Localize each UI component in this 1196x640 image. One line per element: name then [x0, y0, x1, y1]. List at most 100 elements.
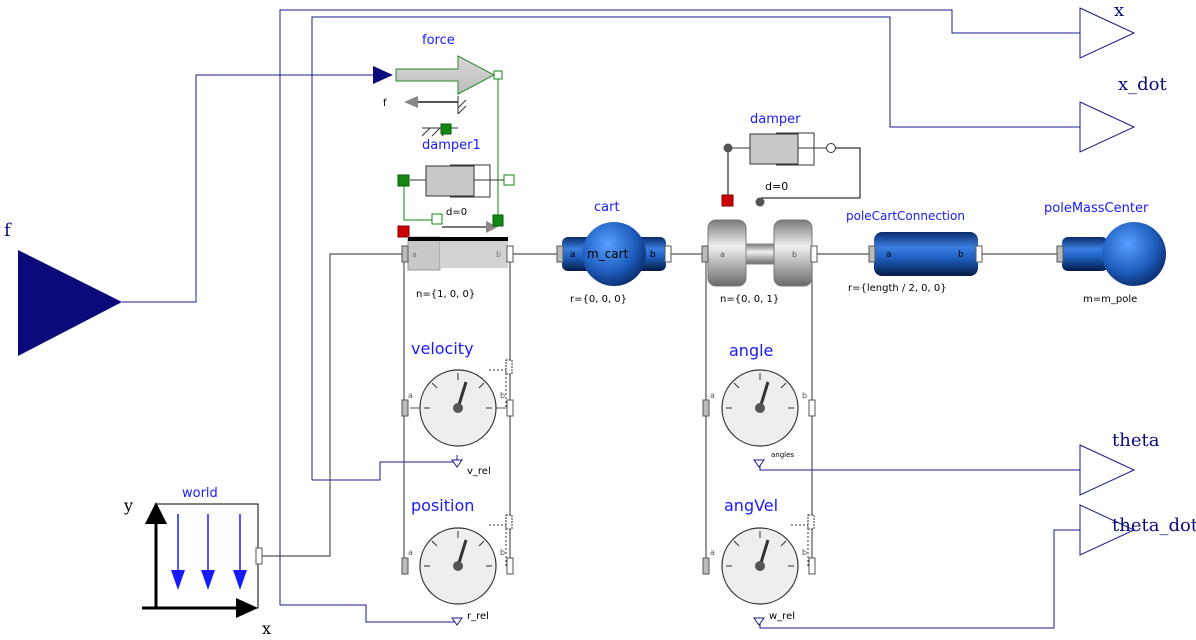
signal-line-v-rel — [312, 455, 458, 481]
cart-name: cart — [594, 200, 620, 215]
signal-line-x — [279, 9, 1080, 605]
signal-line-f — [122, 74, 373, 303]
cart-port-b-label: b — [650, 250, 656, 260]
output-triangle-icon — [1079, 7, 1136, 59]
input-f-label: f — [4, 220, 12, 241]
output-triangle-icon — [1079, 101, 1136, 153]
velocity-frame-a — [401, 399, 409, 417]
output-theta[interactable]: theta — [1079, 430, 1160, 496]
damper1-port-b — [503, 174, 515, 186]
prismatic-arrowhead — [486, 221, 498, 233]
prismatic-component[interactable]: a b n={1, 0, 0} — [397, 213, 514, 300]
damper-icon — [749, 133, 799, 165]
velocity-name: velocity — [411, 339, 474, 358]
pole-cart-port-b-label: b — [958, 250, 964, 260]
frame-line-world — [262, 253, 404, 557]
prismatic-joint-icon — [407, 236, 441, 271]
pole-cart-connection-component[interactable]: poleCartConnection a b r={length / 2, 0,… — [846, 209, 983, 294]
angle-port-a-label: a — [710, 391, 715, 400]
cart-component[interactable]: cart a b m_cart r={0, 0, 0} — [556, 200, 672, 305]
pole-cart-frame-b — [975, 245, 983, 263]
position-port-a-label: a — [408, 548, 413, 557]
position-frame-a — [401, 557, 409, 575]
position-output-port — [451, 617, 463, 626]
signal-line-theta — [759, 460, 1080, 471]
position-ticks — [424, 531, 492, 567]
output-x-dot[interactable]: x_dot — [1079, 74, 1168, 153]
damper-flange-b — [826, 143, 836, 153]
position-name: position — [411, 496, 474, 515]
world-gravity-arrows — [177, 514, 241, 572]
prismatic-frame-b — [506, 245, 514, 263]
damper1-component[interactable]: damper1 d=0 — [397, 138, 515, 218]
prismatic-rail — [408, 237, 508, 241]
body-cylinder-icon — [874, 232, 978, 276]
cart-port-a-label: a — [570, 250, 576, 260]
damper1-line-a — [403, 180, 436, 221]
output-triangle-icon — [1079, 504, 1136, 556]
ang-vel-port-b-label: b — [802, 548, 807, 557]
world-frame-b — [255, 547, 263, 565]
damper-component[interactable]: damper d=0 — [721, 112, 836, 207]
position-sensor[interactable]: position a b r_rel — [401, 496, 514, 626]
hatch-line — [431, 127, 441, 137]
damper1-name: damper1 — [422, 138, 481, 153]
angle-sensor[interactable]: angle a b angles — [702, 341, 816, 468]
revolute-support-port — [721, 194, 734, 207]
body-sphere-icon — [582, 222, 646, 286]
gravity-arrowhead — [201, 570, 215, 590]
velocity-output-port — [451, 459, 463, 468]
velocity-frame-b — [506, 399, 514, 417]
pole-mass-center-component[interactable]: poleMassCenter m=m_pole — [1044, 201, 1166, 305]
force-input-port-icon — [373, 66, 393, 84]
position-port-b-label: b — [500, 548, 505, 557]
damper-param: d=0 — [765, 180, 788, 193]
revolute-param: n={0, 0, 1} — [720, 294, 779, 305]
prismatic-support-port — [397, 225, 410, 238]
force-component[interactable]: force f — [373, 33, 503, 137]
hatch-line — [457, 99, 467, 109]
cart-frame-a — [556, 245, 564, 263]
prismatic-axis-port — [431, 213, 443, 225]
prismatic-port-a-label: a — [412, 250, 417, 259]
ang-vel-hub — [755, 561, 765, 571]
position-hub — [453, 561, 463, 571]
revolute-joint-icon — [707, 219, 747, 287]
damper-flange-a — [723, 143, 733, 153]
revolute-frame-b — [810, 245, 818, 263]
damper-name: damper — [750, 112, 801, 127]
world-y-arrowhead — [145, 502, 167, 524]
position-output-label: r_rel — [467, 611, 489, 622]
force-flange-port — [493, 70, 503, 80]
prismatic-slider — [440, 240, 508, 268]
ang-vel-sensor[interactable]: angVel a b w_rel — [702, 496, 816, 626]
ang-vel-ticks — [726, 531, 794, 567]
force-support-port — [440, 123, 452, 135]
prismatic-port-b-label: b — [496, 250, 501, 259]
hatch-line — [457, 105, 467, 115]
gravity-arrowhead — [233, 570, 247, 590]
revolute-component[interactable]: a b n={0, 0, 1} — [701, 219, 818, 305]
velocity-port-b-label: b — [500, 391, 505, 400]
prismatic-flange-port — [492, 214, 504, 227]
damper1-param: d=0 — [446, 207, 467, 218]
pole-cart-port-a-label: a — [886, 250, 892, 260]
output-x[interactable]: x — [1079, 0, 1136, 59]
revolute-port-b-label: b — [792, 250, 797, 259]
output-x-dot-label: x_dot — [1118, 74, 1168, 95]
position-extra-port — [505, 514, 513, 530]
output-theta-dot[interactable]: theta_dot — [1079, 504, 1196, 556]
world-component[interactable]: world y x — [123, 486, 271, 638]
ang-vel-extra-port — [807, 514, 815, 530]
body-sphere-icon — [1102, 222, 1166, 286]
revolute-port-a-label: a — [720, 250, 725, 259]
force-port-label: f — [383, 98, 387, 109]
damper-housing — [776, 132, 815, 166]
input-f[interactable]: f — [4, 220, 122, 356]
revolute-axis-port — [755, 197, 765, 207]
world-frame-icon — [155, 503, 259, 609]
signal-line-theta-dot — [759, 529, 1080, 629]
velocity-sensor[interactable]: velocity a b v_rel — [401, 339, 514, 477]
world-x-arrowhead — [236, 598, 258, 618]
